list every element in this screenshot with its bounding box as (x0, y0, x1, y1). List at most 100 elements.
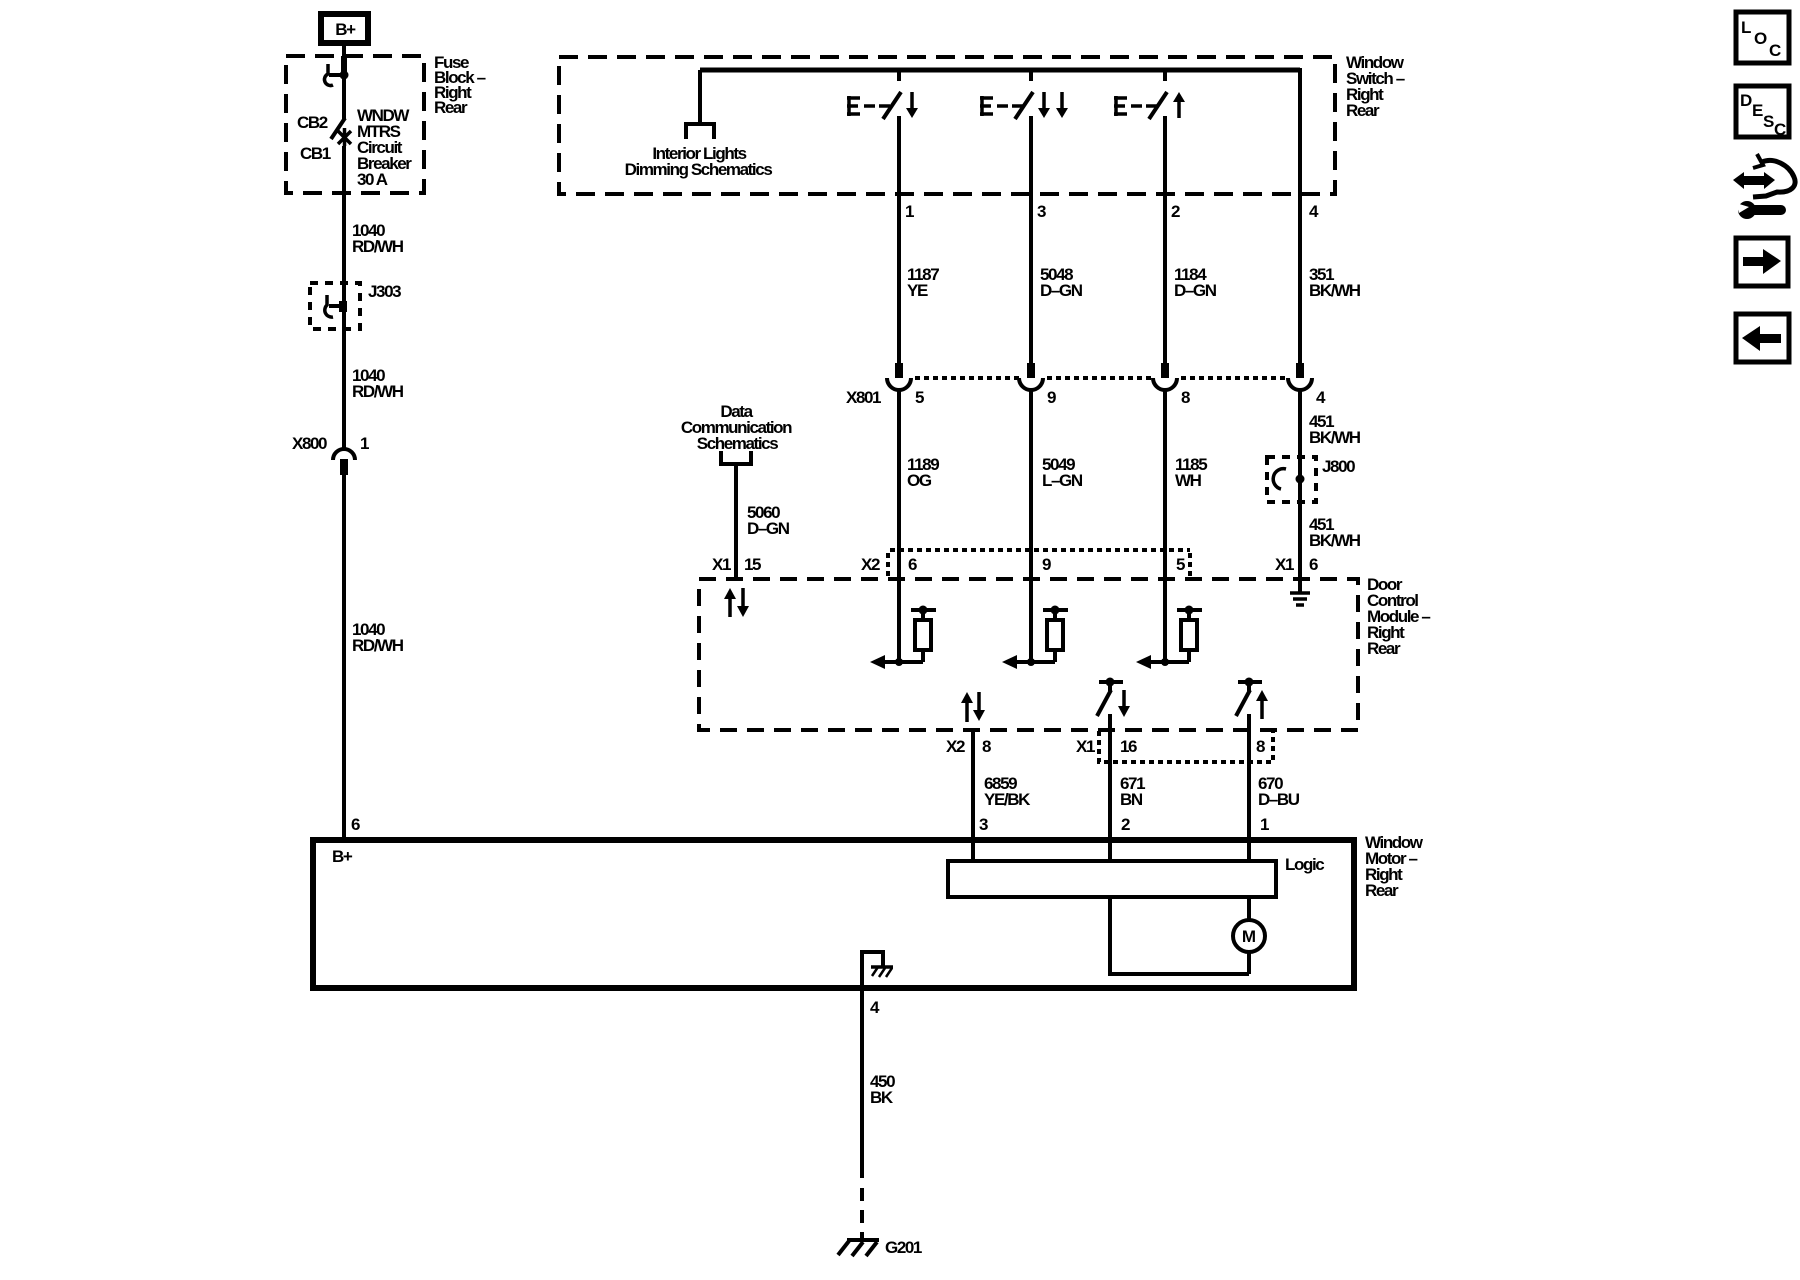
svg-text:8: 8 (1256, 737, 1265, 756)
svg-text:Rear: Rear (1367, 639, 1401, 658)
svg-text:D–GN: D–GN (747, 519, 790, 538)
svg-text:4: 4 (1316, 388, 1326, 407)
svg-text:G201: G201 (885, 1238, 922, 1257)
svg-text:BK/WH: BK/WH (1309, 428, 1361, 447)
svg-text:5049: 5049 (1042, 455, 1075, 474)
svg-text:Switch –: Switch – (1346, 69, 1405, 88)
svg-text:D–GN: D–GN (1174, 281, 1217, 300)
svg-text:J303: J303 (368, 282, 401, 301)
svg-text:Window: Window (1365, 833, 1424, 852)
svg-text:1: 1 (905, 202, 914, 221)
svg-text:Right: Right (434, 83, 472, 102)
svg-text:Right: Right (1346, 85, 1384, 104)
svg-text:Interior Lights: Interior Lights (652, 144, 746, 163)
svg-text:Motor –: Motor – (1365, 849, 1418, 868)
svg-text:15: 15 (744, 555, 761, 574)
svg-text:3: 3 (1037, 202, 1046, 221)
svg-text:BN: BN (1120, 790, 1143, 809)
svg-text:9: 9 (1042, 555, 1051, 574)
svg-text:B+: B+ (332, 847, 353, 866)
svg-text:Door: Door (1367, 575, 1403, 594)
svg-text:X2: X2 (861, 555, 880, 574)
svg-text:Dimming Schematics: Dimming Schematics (625, 160, 773, 179)
svg-text:D: D (1740, 91, 1752, 110)
svg-text:CB1: CB1 (300, 144, 331, 163)
svg-text:6859: 6859 (984, 774, 1017, 793)
svg-text:1040: 1040 (352, 620, 385, 639)
svg-text:WNDW: WNDW (357, 106, 410, 125)
svg-text:Block –: Block – (434, 68, 486, 87)
svg-text:Right: Right (1365, 865, 1403, 884)
svg-text:6: 6 (908, 555, 917, 574)
svg-text:Logic: Logic (1285, 855, 1324, 874)
svg-text:X800: X800 (292, 434, 327, 453)
svg-text:MTRS: MTRS (357, 122, 401, 141)
svg-text:Window: Window (1346, 53, 1405, 72)
svg-text:X801: X801 (846, 388, 881, 407)
svg-text:RD/WH: RD/WH (352, 382, 404, 401)
svg-text:4: 4 (870, 998, 880, 1017)
svg-text:1: 1 (1260, 815, 1269, 834)
svg-text:2: 2 (1121, 815, 1130, 834)
svg-text:5: 5 (1176, 555, 1185, 574)
svg-text:8: 8 (1181, 388, 1190, 407)
svg-text:Control: Control (1367, 591, 1418, 610)
svg-text:6: 6 (351, 815, 360, 834)
svg-text:4: 4 (1309, 202, 1319, 221)
svg-text:670: 670 (1258, 774, 1283, 793)
svg-text:1: 1 (360, 434, 369, 453)
svg-text:1040: 1040 (352, 366, 385, 385)
svg-text:Rear: Rear (434, 98, 468, 117)
svg-text:3: 3 (979, 815, 988, 834)
svg-text:6: 6 (1309, 555, 1318, 574)
svg-text:OG: OG (907, 471, 932, 490)
svg-text:351: 351 (1309, 265, 1334, 284)
svg-text:RD/WH: RD/WH (352, 237, 404, 256)
svg-text:L–GN: L–GN (1042, 471, 1083, 490)
svg-text:L: L (1741, 18, 1751, 37)
svg-text:J800: J800 (1322, 457, 1355, 476)
svg-text:1040: 1040 (352, 221, 385, 240)
svg-text:451: 451 (1309, 412, 1334, 431)
svg-text:Circuit: Circuit (357, 138, 403, 157)
svg-text:O: O (1754, 29, 1767, 48)
svg-text:BK/WH: BK/WH (1309, 531, 1361, 550)
svg-text:5: 5 (915, 388, 924, 407)
svg-text:BK/WH: BK/WH (1309, 281, 1361, 300)
svg-text:CB2: CB2 (297, 113, 328, 132)
svg-text:Rear: Rear (1346, 101, 1380, 120)
svg-text:1185: 1185 (1175, 455, 1207, 474)
svg-text:9: 9 (1047, 388, 1056, 407)
svg-text:E: E (1752, 101, 1763, 120)
svg-text:S: S (1763, 112, 1774, 131)
svg-text:Module –: Module – (1367, 607, 1430, 626)
svg-text:D–GN: D–GN (1040, 281, 1083, 300)
svg-text:5060: 5060 (747, 503, 780, 522)
svg-text:C: C (1769, 41, 1781, 60)
svg-text:1187: 1187 (907, 265, 939, 284)
svg-text:X2: X2 (946, 737, 965, 756)
svg-text:X1: X1 (1275, 555, 1294, 574)
svg-text:Breaker: Breaker (357, 154, 412, 173)
svg-text:451: 451 (1309, 515, 1334, 534)
svg-text:2: 2 (1171, 202, 1180, 221)
svg-text:B+: B+ (335, 20, 356, 39)
svg-text:1189: 1189 (907, 455, 939, 474)
svg-text:C: C (1774, 120, 1786, 139)
svg-text:Rear: Rear (1365, 881, 1399, 900)
svg-text:8: 8 (982, 737, 991, 756)
svg-text:X1: X1 (1076, 737, 1095, 756)
svg-text:M: M (1242, 927, 1256, 946)
svg-text:D–BU: D–BU (1258, 790, 1300, 809)
svg-text:YE: YE (907, 281, 928, 300)
svg-text:16: 16 (1120, 737, 1137, 756)
svg-text:Data: Data (720, 402, 753, 421)
svg-text:Fuse: Fuse (434, 53, 469, 72)
svg-text:X1: X1 (712, 555, 731, 574)
svg-text:Right: Right (1367, 623, 1405, 642)
svg-text:Schematics: Schematics (697, 434, 778, 453)
svg-text:5048: 5048 (1040, 265, 1073, 284)
svg-text:30 A: 30 A (357, 170, 388, 189)
svg-text:1184: 1184 (1174, 265, 1207, 284)
svg-text:Communication: Communication (681, 418, 792, 437)
